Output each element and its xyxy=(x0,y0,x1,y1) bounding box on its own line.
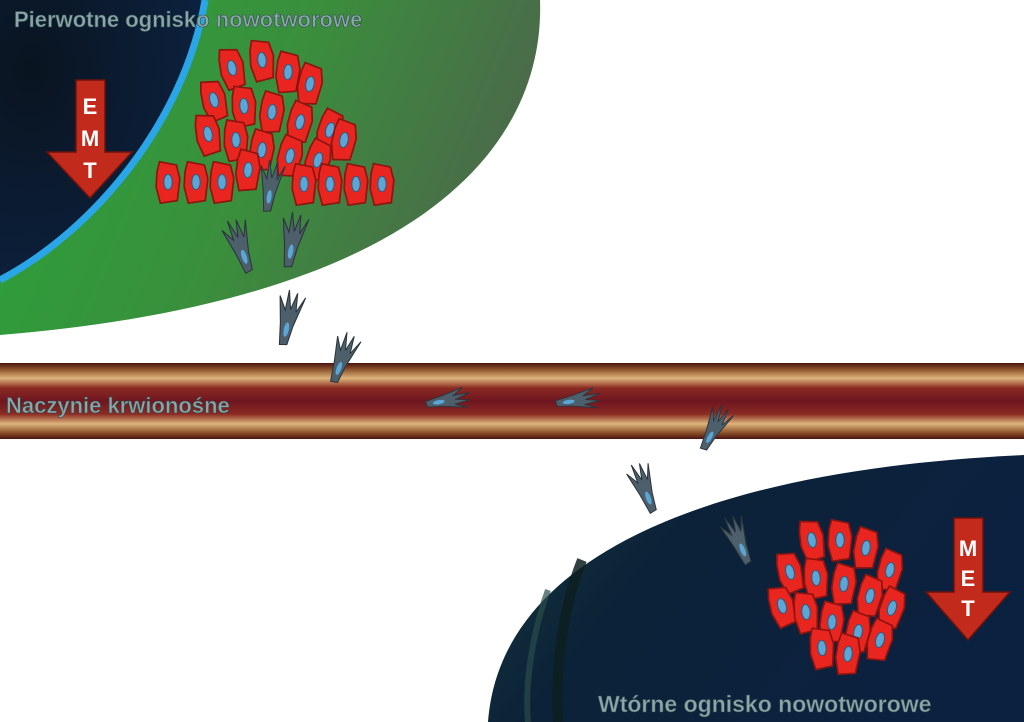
epithelial-cell-icon xyxy=(291,162,317,207)
met-letter-e: E xyxy=(961,566,976,591)
secondary-tumor-label: Wtórne ognisko nowotworowe xyxy=(598,691,931,717)
emt-letter-m: M xyxy=(81,126,99,151)
epithelial-cell-icon xyxy=(317,162,343,207)
epithelial-cell-icon xyxy=(343,162,369,207)
epithelial-cell-icon xyxy=(209,160,235,205)
blood-vessel xyxy=(0,363,1024,439)
primary-tumor-label: Pierwotne ognisko nowotworowe xyxy=(14,7,362,32)
secondary-tumor-tissue xyxy=(488,455,1024,722)
epithelial-cell-icon xyxy=(155,160,181,205)
met-letter-t: T xyxy=(961,596,975,621)
blood-vessel-label: Naczynie krwionośne xyxy=(6,393,230,418)
epithelial-cell-icon xyxy=(183,160,209,205)
emt-letter-e: E xyxy=(83,94,98,119)
met-letter-m: M xyxy=(959,536,977,561)
met-arrow: M E T xyxy=(924,517,1012,642)
epithelial-cell-icon xyxy=(369,162,395,207)
emt-letter-t: T xyxy=(83,158,97,183)
emt-arrow: E M T xyxy=(45,79,134,200)
epithelial-cell-icon xyxy=(827,518,853,563)
mesenchymal-cell-icon xyxy=(269,287,308,349)
mesenchymal-cell-icon xyxy=(623,458,666,517)
epithelial-cell-icon xyxy=(233,148,263,193)
